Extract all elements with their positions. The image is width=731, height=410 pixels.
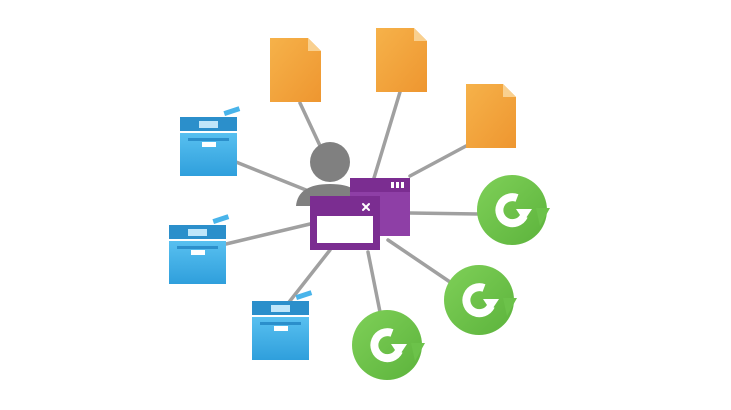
connector-doc-1 xyxy=(298,101,324,152)
connector-printer-3 xyxy=(284,248,332,308)
connector-doc-2 xyxy=(372,90,402,180)
document-icon xyxy=(376,28,427,92)
connector-refresh-1 xyxy=(408,211,480,216)
refresh-cycle-icon xyxy=(477,175,550,245)
multifunction-printer-icon xyxy=(169,214,230,284)
application-window-icon xyxy=(310,196,380,250)
connector-printer-1 xyxy=(234,160,308,192)
refresh-cycle-icon xyxy=(444,265,517,335)
document-icon xyxy=(270,38,321,102)
connector-doc-3 xyxy=(408,144,468,178)
connector-refresh-2 xyxy=(386,238,452,284)
multifunction-printer-icon xyxy=(252,290,313,360)
multifunction-printer-icon xyxy=(180,106,241,176)
document-icon xyxy=(466,84,516,148)
connector-printer-2 xyxy=(224,222,312,246)
refresh-cycle-icon xyxy=(352,310,425,380)
connectors xyxy=(224,90,480,314)
connector-refresh-3 xyxy=(366,250,382,314)
